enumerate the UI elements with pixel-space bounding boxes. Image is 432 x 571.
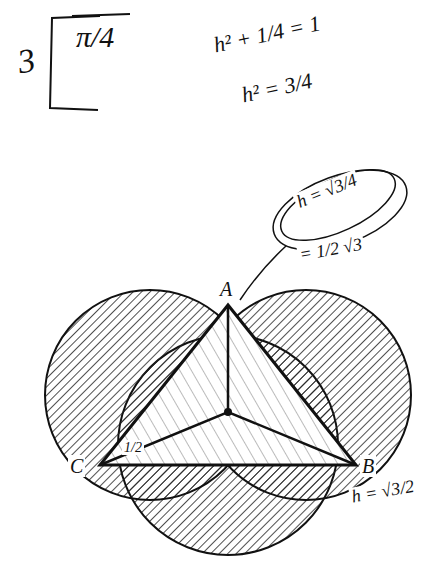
- leader-line: [240, 246, 286, 300]
- scribble-loop: [263, 154, 418, 266]
- equation: = 1/2 √3: [296, 235, 365, 266]
- equation: h² + 1/4 = 1: [209, 11, 324, 58]
- centroid-dot: [224, 408, 232, 416]
- median-lines: [100, 305, 356, 465]
- triangle-abc: [100, 305, 356, 465]
- step-number: 3: [13, 41, 40, 81]
- vertex-label: A: [218, 278, 234, 300]
- vertex-label: C: [68, 455, 85, 477]
- vertex-label: B: [360, 455, 376, 477]
- triangle-ground: [100, 305, 356, 465]
- angle-value: π/4: [74, 20, 116, 53]
- side-length: 1/2: [122, 440, 144, 455]
- bar-stroke: [72, 14, 130, 16]
- scribbled-equation: h = √3/4: [292, 170, 362, 213]
- equation: h² = 3/4: [237, 69, 316, 108]
